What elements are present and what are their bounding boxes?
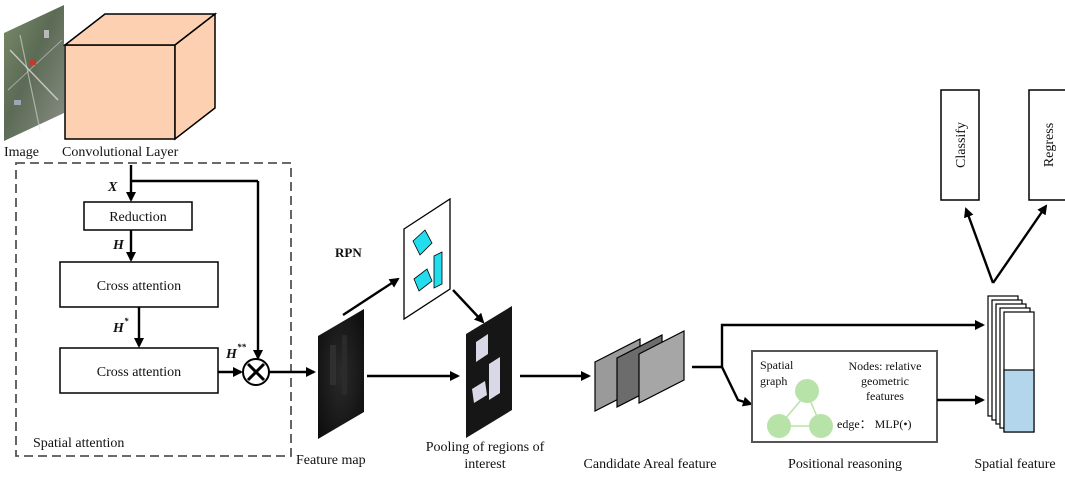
nodes-line2: geometric bbox=[861, 374, 909, 388]
edge-label: edge： MLP(•) bbox=[837, 417, 912, 431]
spatial-attention-frame bbox=[15, 162, 292, 457]
positional-reasoning-label: Positional reasoning bbox=[788, 457, 902, 472]
feature-map bbox=[318, 309, 364, 439]
pooling-label-line2: interest bbox=[464, 457, 505, 472]
rpn-proposals-panel bbox=[403, 197, 451, 321]
pooling-label-line1: Pooling of regions of bbox=[426, 440, 545, 455]
h-2star-sup: ** bbox=[237, 342, 247, 352]
arrow-to-positional bbox=[720, 366, 753, 407]
candidate-label: Candidate Areal feature bbox=[584, 457, 717, 472]
nodes-line3: features bbox=[866, 389, 904, 403]
spatial-attention-label: Spatial attention bbox=[33, 436, 124, 451]
image-label: Image bbox=[4, 145, 39, 160]
graph-node bbox=[767, 414, 791, 438]
h-2star-symbol: H bbox=[225, 347, 238, 362]
conv-layer-cube bbox=[62, 12, 218, 141]
spatial-feature-stack bbox=[987, 295, 1035, 433]
spatial-graph-line1: Spatial bbox=[760, 358, 794, 372]
spatial-graph bbox=[767, 379, 833, 438]
h-star-symbol: H bbox=[112, 321, 125, 336]
x-symbol: X bbox=[107, 180, 118, 195]
arrow-to-classify bbox=[964, 207, 995, 284]
arrow-direct-to-spatial bbox=[720, 320, 985, 367]
reduction-box bbox=[83, 201, 193, 231]
spatial-graph-line2: graph bbox=[760, 374, 787, 388]
h-symbol: H bbox=[112, 238, 125, 253]
conv-layer-label: Convolutional Layer bbox=[62, 145, 179, 160]
regress-label: Regress bbox=[1042, 123, 1057, 167]
multiply-icon bbox=[242, 358, 270, 386]
h-star-sup: * bbox=[124, 316, 129, 326]
classify-box bbox=[940, 89, 980, 201]
cross-attention-1-label: Cross attention bbox=[97, 279, 181, 294]
cross-attention-2-box bbox=[59, 347, 219, 394]
regress-box bbox=[1028, 89, 1065, 201]
cross-attention-2-label: Cross attention bbox=[97, 365, 181, 380]
candidate-feature-stack bbox=[594, 330, 685, 412]
graph-node bbox=[809, 414, 833, 438]
reduction-label: Reduction bbox=[109, 210, 167, 225]
input-image bbox=[4, 5, 64, 141]
classify-label: Classify bbox=[954, 122, 969, 168]
spatial-feature-label: Spatial feature bbox=[974, 457, 1055, 472]
arrow-to-rpn bbox=[342, 277, 400, 317]
arrow-from-rpn bbox=[452, 289, 485, 324]
graph-node bbox=[795, 379, 819, 403]
nodes-line1: Nodes: relative bbox=[849, 359, 922, 373]
arrow-to-regress bbox=[992, 204, 1048, 284]
rpn-label: RPN bbox=[335, 245, 362, 260]
feature-map-label: Feature map bbox=[296, 453, 366, 468]
roi-pooling-map bbox=[466, 306, 512, 438]
